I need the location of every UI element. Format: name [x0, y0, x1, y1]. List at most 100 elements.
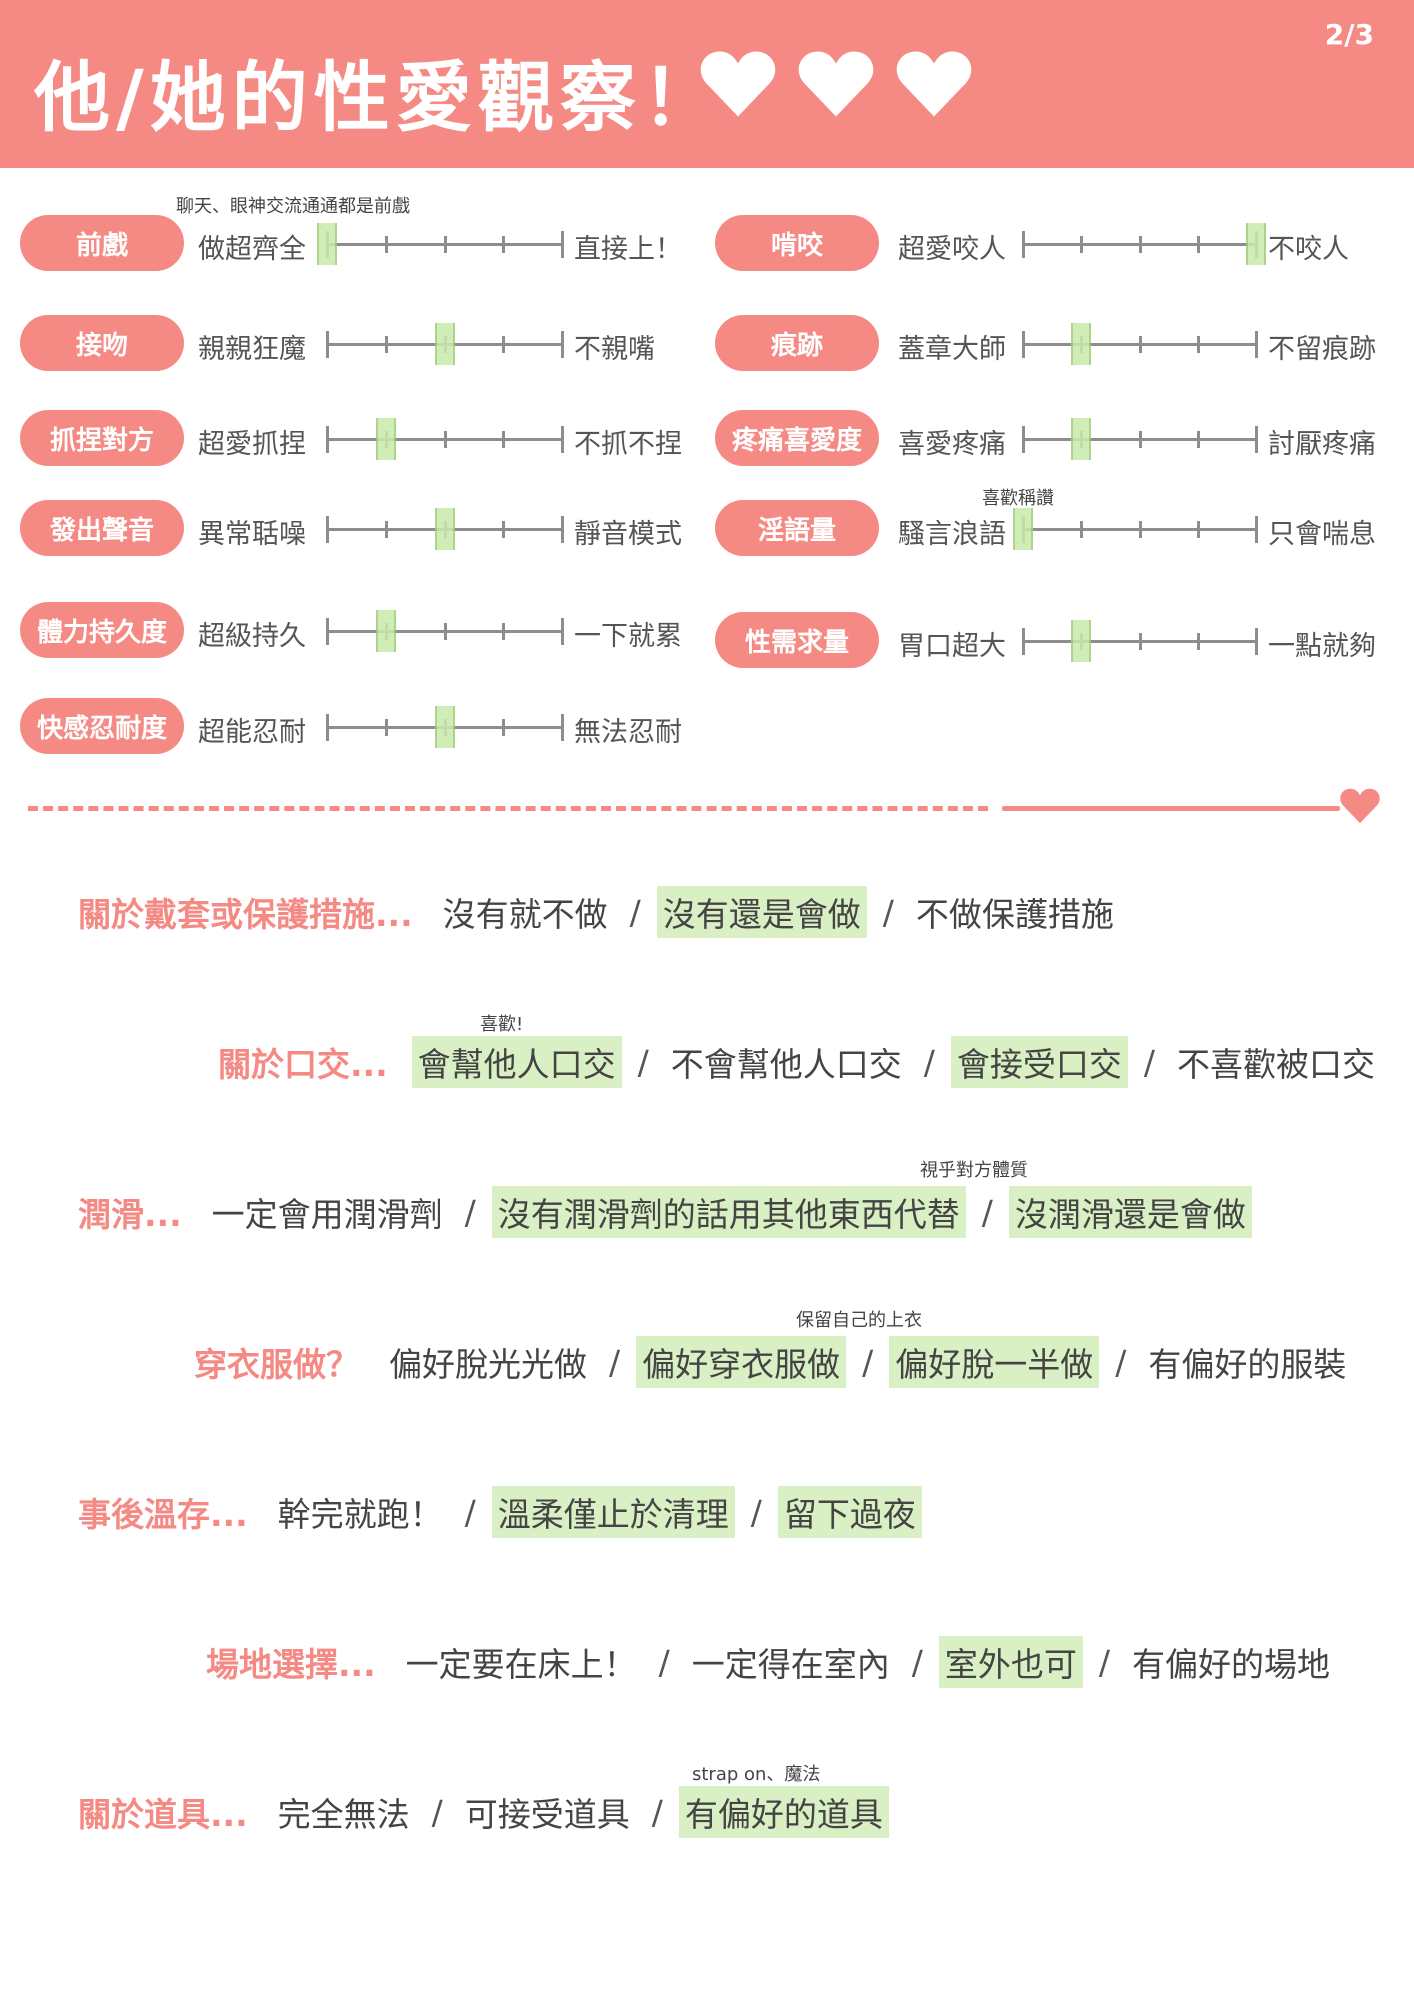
scale-tick [326, 714, 329, 741]
question-label: 潤滑... [78, 1195, 182, 1234]
question-row: 關於戴套或保護措施...沒有就不做/沒有還是會做/不做保護措施 [78, 886, 1120, 938]
scale-marker [1071, 620, 1092, 662]
scale-track [1022, 223, 1266, 265]
scale-tick [1255, 426, 1258, 453]
option: 一定得在室內 [691, 1645, 890, 1684]
option-selected: 偏好脫一半做 [889, 1336, 1100, 1388]
question-row: 關於口交...會幫他人口交/不會幫他人口交/會接受口交/不喜歡被口交 [218, 1036, 1381, 1088]
scale-marker [1071, 323, 1092, 365]
option: 偏好脫光光做 [389, 1345, 587, 1384]
scale-marker [317, 223, 337, 265]
option-selected: 會接受口交 [950, 1036, 1128, 1088]
option-separator: / [464, 1492, 476, 1532]
question-row: 潤滑... 一定會用潤滑劑 / 沒有潤滑劑的話用其他東西代替 / 沒潤滑還是會做 [78, 1186, 1252, 1238]
scale-tick [561, 231, 564, 258]
scale-tick [561, 516, 564, 543]
scale-tick [1196, 633, 1200, 650]
scale-left-label: 胃口超大 [898, 631, 1006, 662]
option-separator: / [1143, 1042, 1155, 1082]
question-row: 穿衣服做？偏好脫光光做/偏好穿衣服做/偏好脫一半做/有偏好的服裝 [194, 1336, 1352, 1388]
scale-tick [1255, 628, 1258, 655]
scale-track [326, 418, 564, 460]
option-selected: 沒有還是會做 [656, 886, 867, 938]
scale-tick [1022, 331, 1025, 358]
scale-right-label: 不抓不捏 [574, 429, 682, 460]
question-note: strap on、魔法 [692, 1764, 821, 1785]
option-separator: / [981, 1192, 993, 1232]
rating-scale-row: 抓捏對方超愛抓捏不抓不捏 [0, 410, 1414, 470]
rating-scale-row: 接吻親親狂魔不親嘴 [0, 315, 1414, 375]
scale-tick [326, 516, 329, 543]
scale-track [326, 323, 564, 365]
scale-left-label: 超愛咬人 [898, 234, 1006, 265]
scale-left-label: 喜愛疼痛 [898, 429, 1006, 460]
option: 一定要在床上！ [405, 1645, 637, 1684]
scale-left-label: 超愛抓捏 [198, 429, 306, 460]
scale-marker [1013, 508, 1033, 550]
page-title: 他/她的性愛觀察！ [34, 53, 724, 142]
option-selected: 偏好穿衣服做 [636, 1336, 847, 1388]
scale-tick [326, 331, 329, 358]
scale-left-label: 做超齊全 [198, 234, 306, 265]
option: 不喜歡被口交 [1176, 1045, 1375, 1084]
scale-left-label: 騷言浪語 [898, 519, 1006, 550]
scale-category-label: 啃咬 [715, 215, 879, 271]
scale-left-label: 親親狂魔 [198, 334, 306, 365]
option-separator: / [658, 1642, 670, 1682]
scale-tick [1138, 633, 1142, 650]
scale-right-label: 無法忍耐 [574, 717, 682, 748]
scale-category-label: 痕跡 [715, 315, 879, 371]
scale-category-label: 前戲 [20, 215, 184, 271]
option: 一定會用潤滑劑 [211, 1195, 443, 1234]
scale-tick [561, 331, 564, 358]
option-selected: 沒潤滑還是會做 [1008, 1186, 1252, 1238]
scale-tick [326, 618, 329, 645]
scale-right-label: 直接上！ [574, 234, 682, 265]
scale-left-label: 超級持久 [198, 621, 306, 652]
option-separator: / [629, 892, 641, 932]
option-separator: / [750, 1492, 762, 1532]
scale-tick [561, 426, 564, 453]
rating-scale-row: 快感忍耐度超能忍耐無法忍耐 [0, 698, 1414, 758]
option: 有偏好的場地 [1131, 1645, 1330, 1684]
header-banner: 他/她的性愛觀察！ 2/3 [0, 0, 1414, 168]
scale-tick [1138, 336, 1142, 353]
option-separator: / [637, 1042, 649, 1082]
option-selected: 室外也可 [938, 1636, 1083, 1688]
scale-left-label: 異常聒噪 [198, 519, 306, 550]
question-row: 關於道具...完全無法/可接受道具/有偏好的道具 [78, 1786, 889, 1838]
scale-marker [434, 323, 455, 365]
scale-tick [1196, 336, 1200, 353]
scale-tick [502, 521, 506, 538]
scale-tick [384, 521, 388, 538]
scale-tick [384, 719, 388, 736]
scale-track [1022, 323, 1258, 365]
scale-track [326, 508, 564, 550]
scale-category-label: 發出聲音 [20, 500, 184, 556]
option-separator: / [464, 1192, 476, 1232]
option: 不做保護措施 [915, 895, 1114, 934]
scale-tick [384, 336, 388, 353]
option-selected: 會幫他人口交 [411, 1036, 622, 1088]
scale-track [1013, 508, 1258, 550]
heart-icon [700, 51, 776, 117]
scale-marker [1071, 418, 1092, 460]
scale-tick [502, 236, 506, 253]
scale-right-label: 只會喘息 [1268, 519, 1376, 550]
question-note: 喜歡! [480, 1014, 524, 1035]
question-label: 關於戴套或保護措施... [78, 895, 413, 934]
option-selected: 沒有潤滑劑的話用其他東西代替 [491, 1186, 966, 1238]
option-selected: 溫柔僅止於清理 [491, 1486, 735, 1538]
scale-right-label: 不留痕跡 [1268, 334, 1376, 365]
rating-scale-row: 發出聲音異常聒噪 靜音模式 [0, 500, 1414, 560]
scale-right-label: 靜音模式 [574, 519, 682, 550]
section-divider-dashed [28, 806, 988, 811]
question-label: 關於道具... [78, 1795, 248, 1834]
question-label: 事後溫存... [78, 1495, 248, 1534]
option: 不會幫他人口交 [670, 1045, 902, 1084]
heart-rating [700, 50, 972, 118]
option-selected: 留下過夜 [777, 1486, 922, 1538]
scale-right-label: 一點就夠 [1268, 631, 1376, 662]
scale-tick [1196, 236, 1200, 253]
rating-scale-row: 疼痛喜愛度喜愛疼痛討厭疼痛 [0, 410, 1414, 470]
